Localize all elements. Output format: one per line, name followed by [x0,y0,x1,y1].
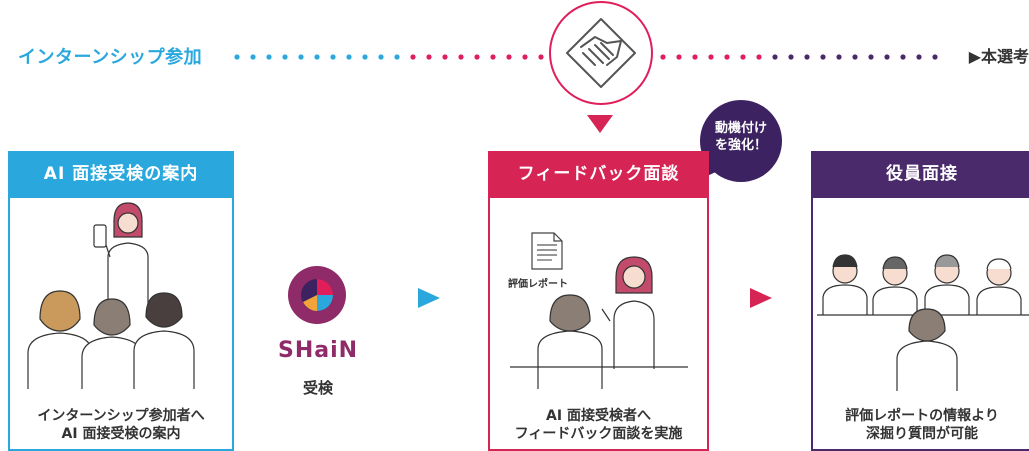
shain-logo-text: SHaiN [277,338,359,363]
timeline-dots [234,54,938,60]
panel-caption: 評価レポートの情報より 深掘り質問が可能 [813,407,1029,443]
timeline-start-label: インターンシップ参加 [18,47,203,68]
panel-ai-interview-guide: AI 面接受検の案内 インターンシップ参加者へ AI 面接受検の案内 [8,151,234,451]
motivation-bubble: 動機付け を強化！ [700,100,782,182]
caption-line-1: AI 面接受検者へ [546,408,651,424]
caption-line-2: 深掘り質問が可能 [866,426,978,442]
down-arrow-icon [587,115,613,133]
caption-line-2: フィードバック面談を実施 [514,426,683,442]
bubble-line-1: 動機付け [714,121,767,136]
panel-header: フィードバック面談 [490,151,707,198]
shain-logo-mark [301,279,333,311]
panel-header: AI 面接受検の案内 [10,151,232,198]
handshake-circle [549,1,653,105]
panel-executive-interview: 役員面接 評価レポートの情報より 深掘り質問が可能 [811,151,1029,451]
bubble-line-2: を強化！ [714,138,767,153]
right-arrow-icon [750,288,772,308]
timeline-end-label: ▶本選考 [968,47,1029,66]
shain-action-label: 受検 [302,379,333,397]
executive-panel-illustration [817,254,1029,391]
report-document-icon [531,232,563,270]
panel-header: 役員面接 [813,151,1029,198]
right-arrow-icon [418,288,440,308]
caption-line-2: AI 面接受検の案内 [61,426,181,442]
handshake-icon [566,18,636,88]
feedback-meeting-illustration [510,256,688,389]
caption-line-1: インターンシップ参加者へ [37,408,205,424]
shain-logo-icon [288,266,346,324]
panel-caption: インターンシップ参加者へ AI 面接受検の案内 [10,407,232,443]
caption-line-1: 評価レポートの情報より [845,408,999,424]
panel-feedback-meeting: フィードバック面談 評価レポート AI 面接受検者へ フィードバック面談を実施 [488,151,709,451]
panel-caption: AI 面接受検者へ フィードバック面談を実施 [490,407,707,443]
report-label: 評価レポート [508,279,568,290]
presenter-audience-illustration [27,202,195,389]
